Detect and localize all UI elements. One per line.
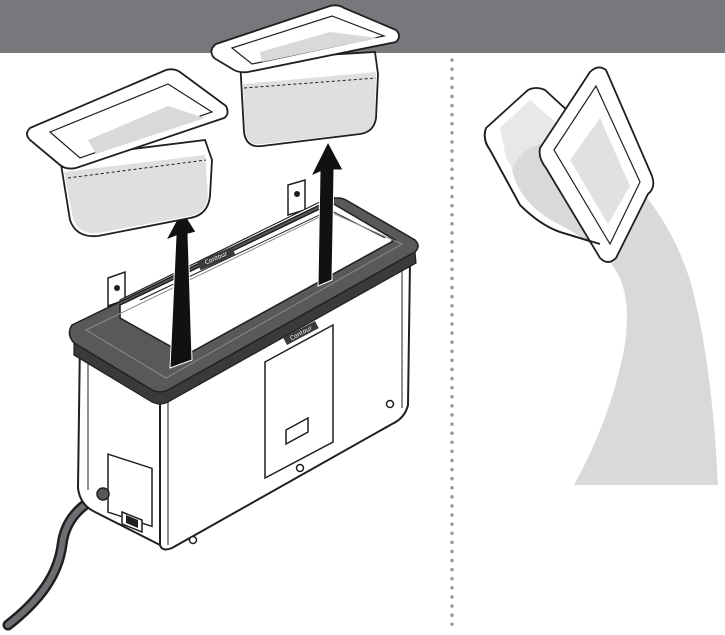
tray-icon <box>483 66 655 263</box>
left-panel: Contour Contour <box>2 4 419 631</box>
tray-icon <box>26 68 229 238</box>
water-pour-icon <box>512 141 718 485</box>
display-icon <box>285 416 309 446</box>
power-cord-icon <box>2 488 109 631</box>
right-panel <box>483 66 718 485</box>
control-panel <box>264 323 334 480</box>
tray-icon <box>210 4 400 148</box>
up-arrow-icon <box>164 209 197 369</box>
up-arrow-icon <box>309 140 344 287</box>
water-bath-icon <box>76 178 412 551</box>
panel-screw <box>295 463 305 473</box>
power-cord-inner <box>5 491 106 628</box>
power-switch-icon <box>121 510 143 534</box>
